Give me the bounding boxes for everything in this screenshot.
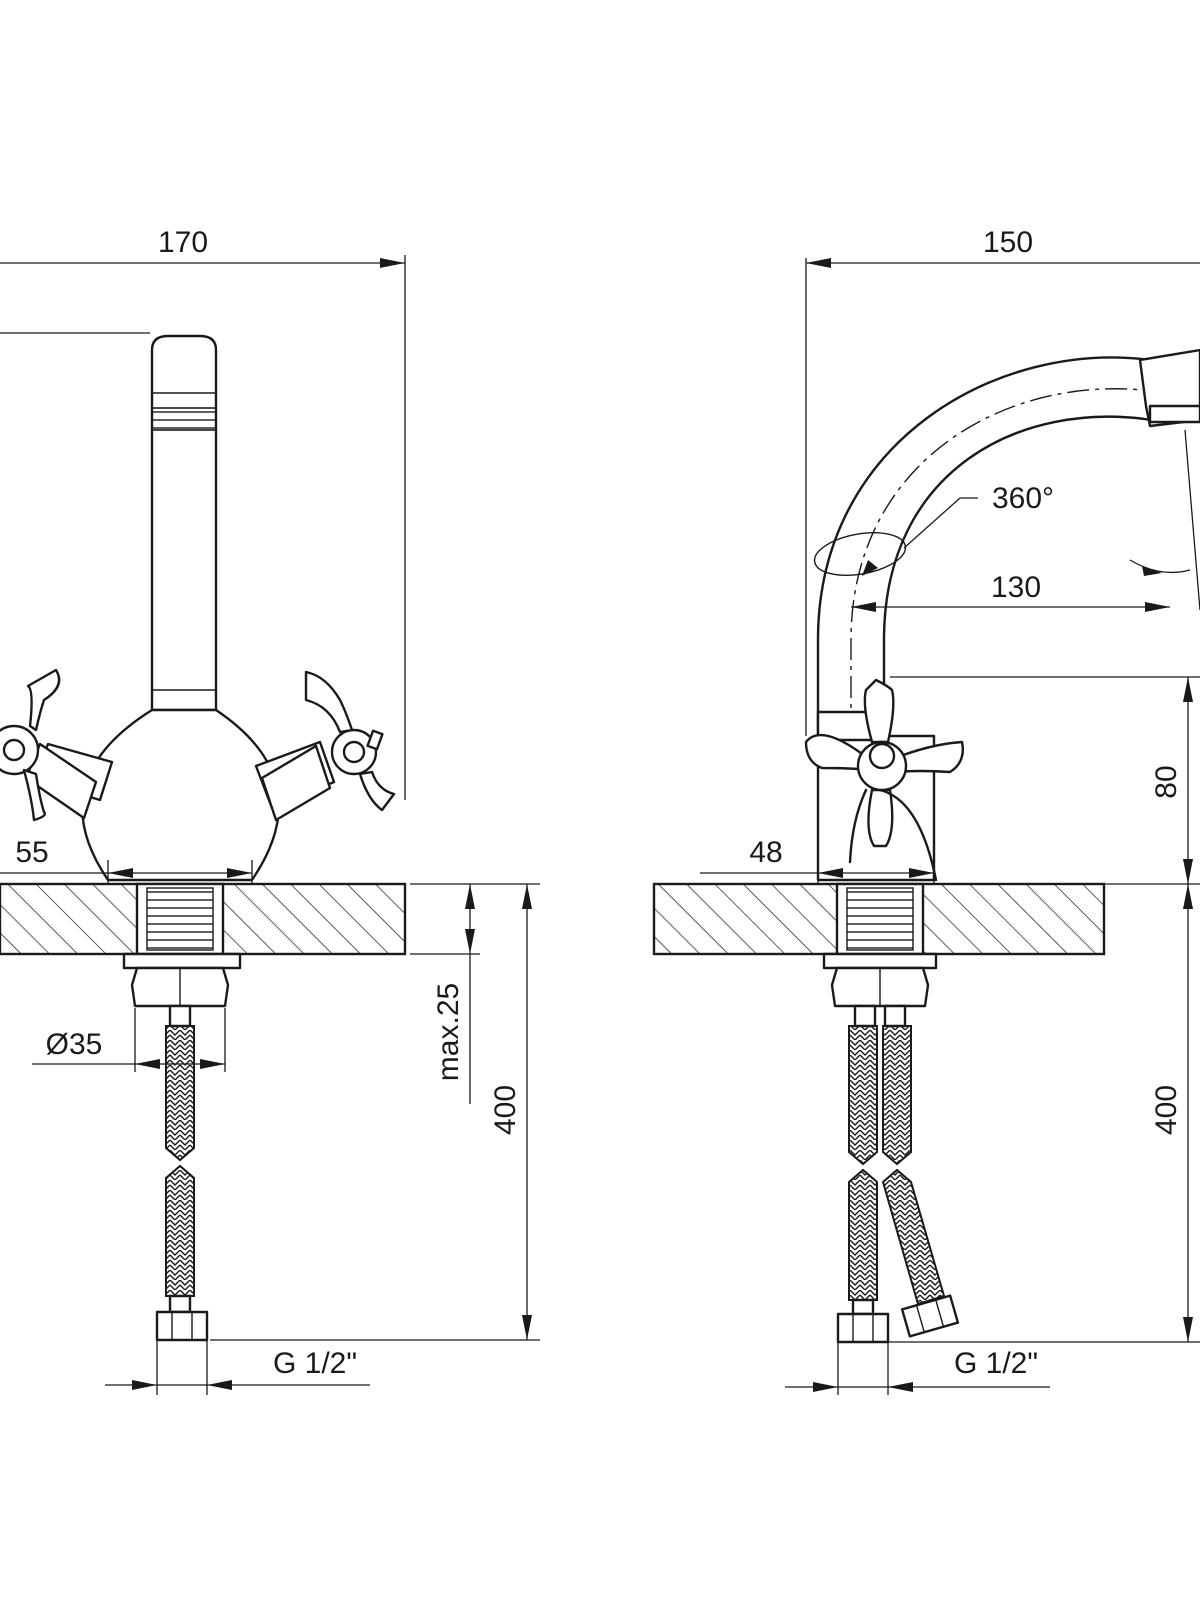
dim-80: 80	[890, 676, 1200, 884]
hose-side-right-upper	[882, 1025, 912, 1166]
left-valve-front	[0, 668, 114, 822]
dim-diameter-35: Ø35	[32, 1008, 226, 1072]
dim-400-front: 400	[210, 884, 540, 1341]
hose-connector-side-left	[836, 1312, 890, 1344]
dim-55-label: 55	[15, 836, 48, 869]
dim-150-label: 150	[983, 226, 1033, 259]
dim-130-label: 130	[991, 571, 1041, 604]
hose-front-braid-lower	[165, 1164, 195, 1297]
dim-55: 55	[0, 836, 253, 884]
hose-side-left-lower	[848, 1168, 878, 1301]
dim-thread-front: G 1/2"	[105, 1340, 370, 1395]
dim-170: 170	[0, 226, 406, 800]
right-valve-front	[254, 670, 396, 822]
hose-side-right-lower	[881, 1168, 946, 1306]
mounting-nut-front	[122, 952, 242, 970]
mounting-nut-side	[822, 952, 938, 970]
spout-side	[816, 356, 1192, 738]
hose-side-left-upper	[848, 1025, 878, 1166]
dim-max-25-label: max.25	[432, 983, 465, 1081]
dim-48-label: 48	[749, 836, 782, 869]
dim-360-label: 360°	[992, 482, 1054, 515]
dim-150: 150	[805, 226, 1200, 736]
dim-170-label: 170	[158, 226, 208, 259]
side-view: 360° 150 130 80	[652, 226, 1200, 1395]
body-front	[81, 708, 281, 882]
dim-80-label: 80	[1150, 765, 1183, 798]
dim-400-side: 400	[888, 883, 1200, 1343]
hose-front-braid-upper	[165, 1025, 195, 1162]
dim-400-front-label: 400	[489, 1085, 522, 1135]
dim-400-side-label: 400	[1150, 1085, 1183, 1135]
spout-front	[150, 334, 218, 712]
hose-front-upper	[168, 1004, 192, 1028]
hose-connector-front	[155, 1310, 209, 1342]
dim-max-25: max.25	[410, 883, 540, 1104]
dim-48: 48	[700, 836, 935, 884]
dim-thread-side: G 1/2"	[785, 1342, 1050, 1395]
dim-thread-side-label: G 1/2"	[954, 1347, 1038, 1380]
dim-130: 130	[851, 429, 1200, 612]
front-view: 170 55 Ø35 max.25	[0, 226, 540, 1395]
dim-diameter-35-label: Ø35	[46, 1028, 103, 1061]
hose-connector-side-right	[900, 1294, 960, 1338]
rotation-indicator: 360°	[813, 482, 1191, 576]
handle-side	[804, 678, 964, 882]
dim-thread-front-label: G 1/2"	[273, 1347, 357, 1380]
